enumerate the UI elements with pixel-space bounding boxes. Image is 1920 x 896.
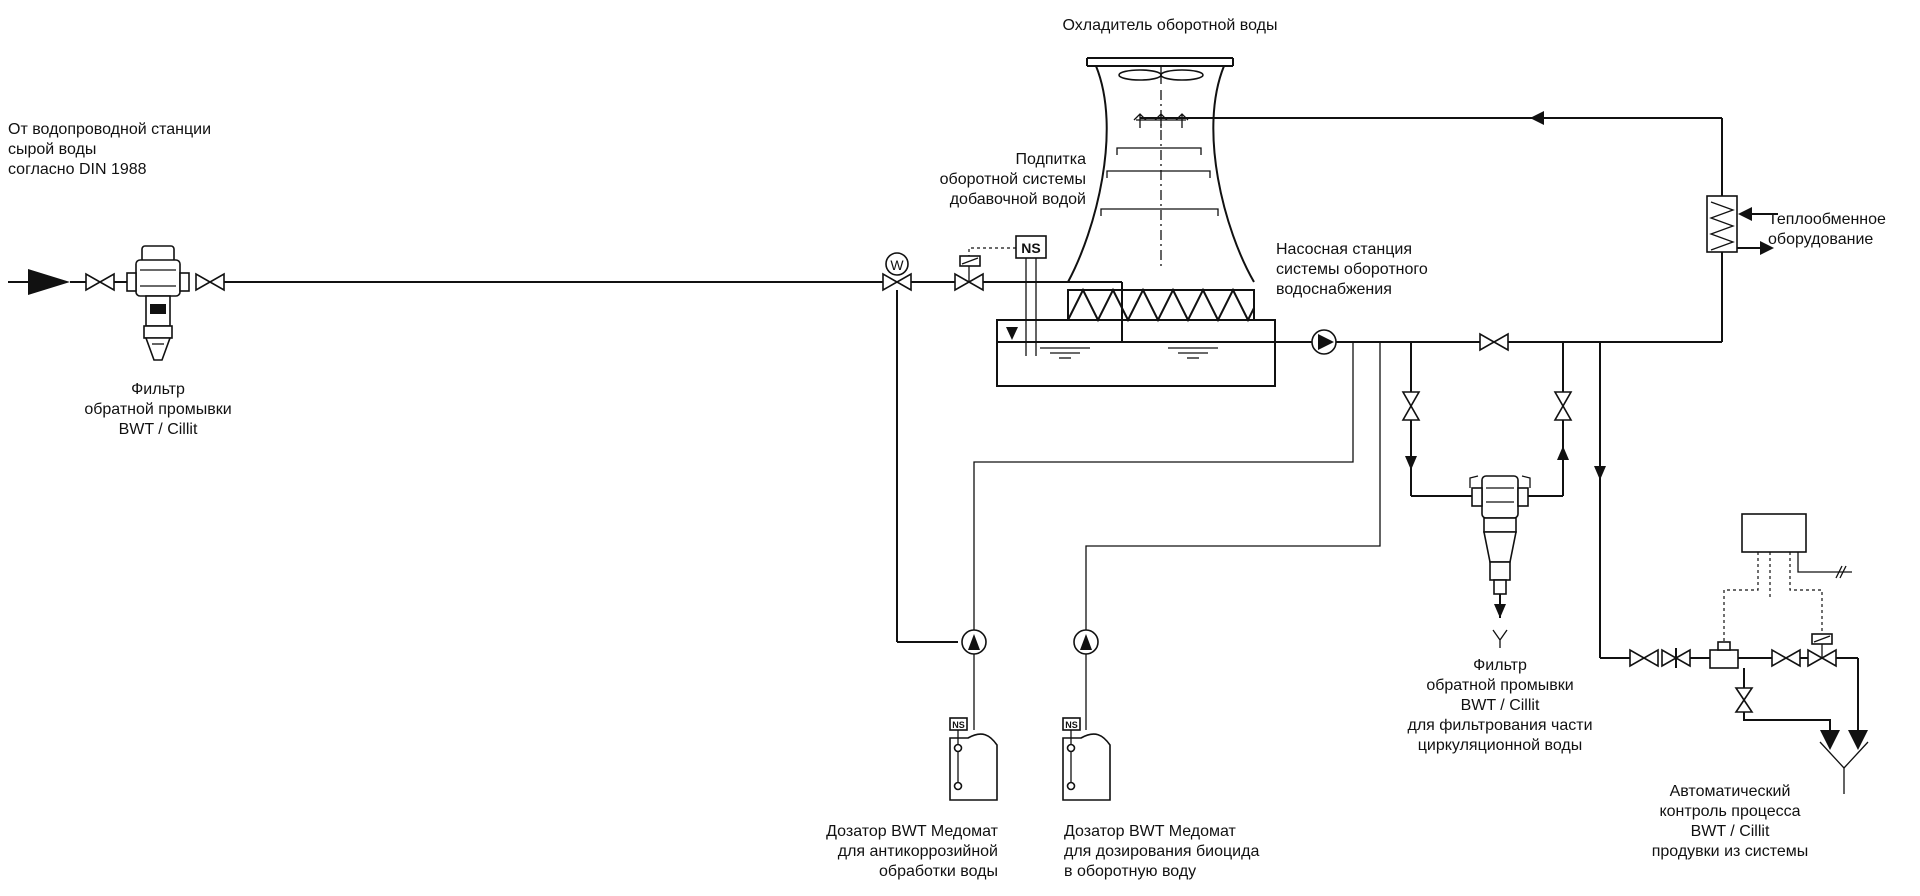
gate-valve-icon <box>1629 648 1659 668</box>
source-label: От водопроводной станции сырой воды согл… <box>8 120 211 180</box>
solenoid-valve-icon <box>1807 633 1837 668</box>
dosing-lines <box>896 290 1381 730</box>
inlet-filter-label: Фильтр обратной промывки BWT / Cillit <box>58 380 258 440</box>
doser-corrosion-line-3: обработки воды <box>879 863 998 880</box>
fan-icon <box>1118 66 1204 84</box>
level-switch-icon: NS <box>1015 235 1047 356</box>
blowdown-line-3: BWT / Cillit <box>1690 823 1770 840</box>
dosing-pump-icon <box>961 629 987 655</box>
chemical-tank-icon: NS <box>949 717 998 801</box>
makeup-line-2: оборотной системы <box>939 171 1086 188</box>
doser-corrosion-line-1: Дозатор BWT Медомат <box>826 823 998 840</box>
check-valve-icon <box>1661 648 1691 668</box>
water-meter-letter: W <box>890 257 904 273</box>
doser-corrosion-line-2: для антикоррозийной <box>837 843 998 860</box>
backwash-filter-icon <box>126 245 190 361</box>
source-line-1: От водопроводной станции <box>8 121 212 138</box>
gate-valve-icon <box>195 272 225 292</box>
gate-valve-icon <box>1401 391 1421 421</box>
inlet-filter-line-3: BWT / Cillit <box>118 421 198 438</box>
inlet-filter-line-2: обратной промывки <box>84 401 232 418</box>
tank-level-switch-text: NS <box>1065 720 1078 730</box>
side-filter-line-1: Фильтр <box>1473 657 1527 674</box>
water-meter-icon: W <box>882 252 912 292</box>
makeup-label: Подпитка оборотной системы добавочной во… <box>880 150 1086 210</box>
backwash-filter-icon <box>1469 475 1531 648</box>
circulation-pump-icon <box>1311 329 1337 355</box>
heat-exchanger-icon <box>1706 195 1778 255</box>
side-filter-line-5: циркуляционной воды <box>1417 737 1583 754</box>
doser-biocide-label: Дозатор BWT Медомат для дозирования биоц… <box>1064 822 1259 882</box>
gate-valve-icon <box>1553 391 1573 421</box>
heat-exchanger-label: Теплообменное оборудование <box>1768 210 1886 250</box>
pump-station-line-2: системы оборотного <box>1276 261 1428 278</box>
inlet-filter-line-1: Фильтр <box>131 381 185 398</box>
side-filter-line-4: для фильтрования части <box>1407 717 1593 734</box>
cooler-title: Охладитель оборотной воды <box>1020 16 1320 36</box>
inlet-arrow-icon <box>28 269 70 295</box>
level-switch-text: NS <box>1021 240 1040 256</box>
gate-valve-icon <box>1479 332 1509 352</box>
cooler-title-text: Охладитель оборотной воды <box>1062 17 1278 34</box>
solenoid-valve-icon <box>954 255 984 292</box>
side-filter-line-2: обратной промывки <box>1426 677 1574 694</box>
heat-exchanger-line-2: оборудование <box>1768 231 1874 248</box>
blowdown-branch <box>1594 342 1869 794</box>
controller-box-icon <box>1741 513 1807 553</box>
blowdown-line-2: контроль процесса <box>1659 803 1801 820</box>
cooling-tower <box>996 57 1276 387</box>
doser-biocide-line-3: в оборотную воду <box>1064 863 1197 880</box>
blowdown-line-4: продувки из системы <box>1651 843 1809 860</box>
pump-station-line-1: Насосная станция <box>1276 241 1413 258</box>
doser-biocide-line-2: для дозирования биоцида <box>1064 843 1260 860</box>
circulation-loop <box>1140 111 1723 355</box>
side-stream-filter-branch <box>1401 342 1573 648</box>
fill-pack-icon <box>1067 287 1255 323</box>
gate-valve-icon <box>85 272 115 292</box>
pump-station-label: Насосная станция системы оборотного водо… <box>1276 240 1428 300</box>
drain-funnel-icon <box>1819 741 1869 794</box>
blowdown-line-1: Автоматический <box>1669 783 1791 800</box>
gate-valve-icon <box>1734 687 1754 713</box>
dosing-pump-icon <box>1073 629 1099 655</box>
tank-level-switch-text: NS <box>952 720 965 730</box>
side-filter-line-3: BWT / Cillit <box>1460 697 1540 714</box>
side-filter-label: Фильтр обратной промывки BWT / Cillit дл… <box>1380 656 1620 756</box>
doser-corrosion-label: Дозатор BWT Медомат для антикоррозийной … <box>780 822 998 882</box>
conductivity-sensor-icon <box>1709 641 1739 669</box>
spray-nozzle-icon <box>1133 113 1189 128</box>
blowdown-control-label: Автоматический контроль процесса BWT / C… <box>1620 782 1840 862</box>
source-line-2: сырой воды <box>8 141 97 158</box>
doser-biocide-line-1: Дозатор BWT Медомат <box>1064 823 1236 840</box>
cold-water-basin <box>996 319 1276 387</box>
gate-valve-icon <box>1771 648 1801 668</box>
source-line-3: согласно DIN 1988 <box>8 161 147 178</box>
chemical-tank-icon: NS <box>1062 717 1111 801</box>
makeup-line-3: добавочной водой <box>949 191 1086 208</box>
makeup-line-1: Подпитка <box>1015 151 1086 168</box>
heat-exchanger-line-1: Теплообменное <box>1768 211 1886 228</box>
pump-station-line-3: водоснабжения <box>1276 281 1392 298</box>
